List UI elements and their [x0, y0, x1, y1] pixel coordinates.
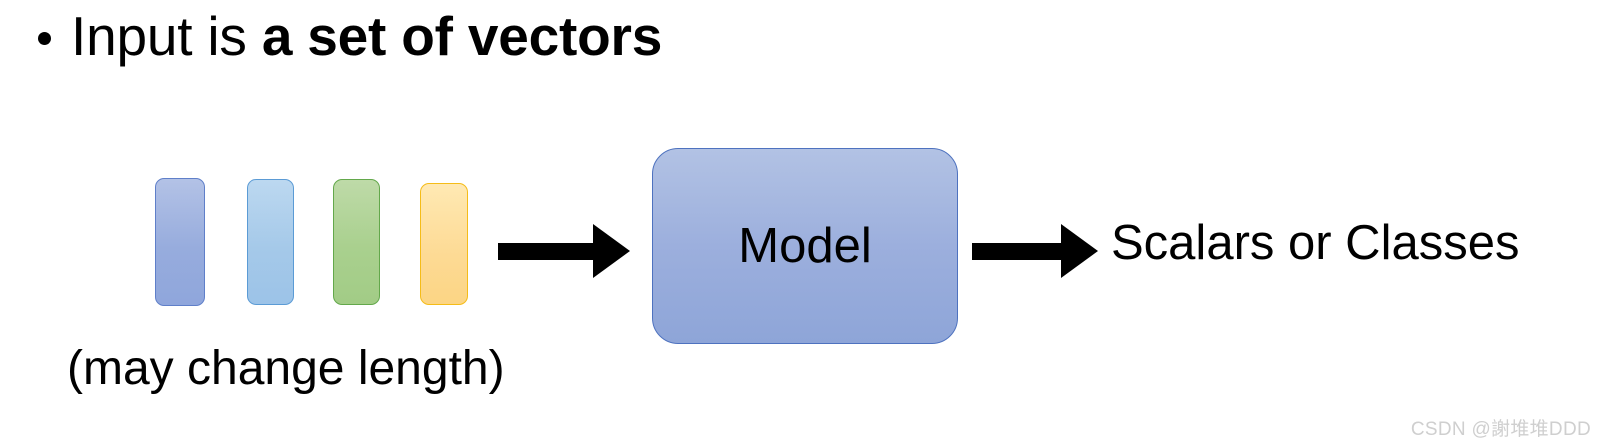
input-vectors-caption: (may change length) — [67, 342, 505, 395]
input-vector-bar-4 — [420, 183, 468, 305]
input-vector-bar-3 — [333, 179, 380, 305]
title-emphasis: a set of vectors — [261, 5, 663, 67]
title-prefix: Input is — [71, 5, 262, 67]
arrow-head — [593, 224, 630, 278]
watermark: CSDN @謝堆堆DDD — [1410, 419, 1591, 440]
model-box-label: Model — [738, 218, 872, 273]
arrow-shaft — [498, 242, 594, 260]
output-label: Scalars or Classes — [1111, 216, 1520, 270]
bullet-dot-icon — [38, 32, 51, 45]
page-title: Input is a set of vectors — [71, 5, 663, 67]
arrow-right-icon-output — [972, 224, 1098, 278]
slide-title-bullet-line: Input is a set of vectors — [38, 5, 663, 67]
model-box: Model — [652, 148, 958, 344]
input-vector-bar-1 — [155, 178, 205, 306]
arrow-right-icon-input — [498, 224, 630, 278]
input-vector-bar-2 — [247, 179, 294, 305]
arrow-head — [1061, 224, 1098, 278]
arrow-shaft — [972, 242, 1062, 260]
